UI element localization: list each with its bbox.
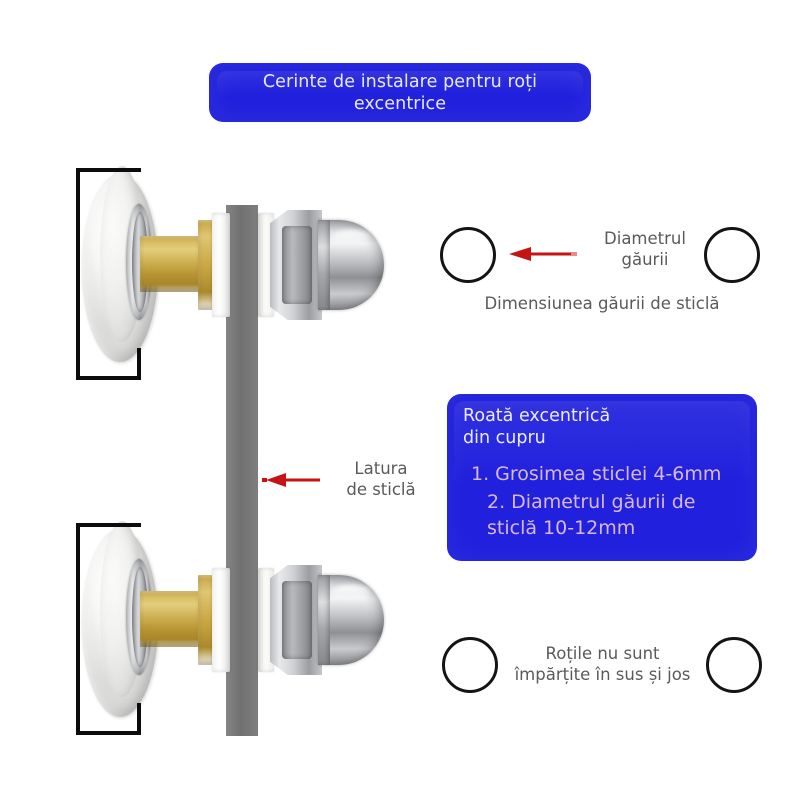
acorn-cap-nut-band [318,575,330,665]
info-box-item-1: 1. Grosimea sticlei 4-6mm [471,463,722,485]
brass-shaft-flange [198,575,214,665]
wheel-note-circle-right [706,637,762,693]
acorn-cap-nut-band [318,220,330,310]
brass-eccentric-shaft [140,236,200,292]
hole-circle-right [704,227,760,283]
glass-edge-label: Latura de sticlă [346,459,416,499]
upper-roller-assembly [70,160,384,390]
info-box-item-2: 2. Diametrul găurii de sticlă 10-12mm [487,491,696,539]
info-callout-box: Roată excentrică din cupru 1. Grosimea s… [447,394,757,561]
wheels-not-split-note: Roțile nu sunt împărțite în sus și jos [514,644,691,684]
hole-circle-left [440,227,496,283]
upper-wheel-measure-bracket [76,168,146,380]
brass-shaft-flange [198,220,214,310]
hole-diameter-arrow-icon [505,246,577,262]
wheel-note-circle-left [442,637,498,693]
lower-wheel-measure-bracket [76,523,146,735]
glass-edge-arrow-icon [262,472,324,488]
nylon-washer-front [212,568,230,672]
title-text: Cerinte de instalare pentru roți excentr… [262,71,538,114]
title-banner: Cerinte de instalare pentru roți excentr… [209,63,591,122]
hole-diameter-label: Diametrul găurii [604,229,686,269]
brass-eccentric-shaft [140,591,200,647]
chrome-hex-nut-face [282,581,312,659]
lower-roller-assembly [70,515,384,745]
hole-size-caption: Dimensiunea găurii de sticlă [484,294,720,313]
info-box-heading: Roată excentrică din cupru [463,406,611,448]
nylon-washer-front [212,213,230,317]
chrome-hex-nut-face [282,226,312,304]
